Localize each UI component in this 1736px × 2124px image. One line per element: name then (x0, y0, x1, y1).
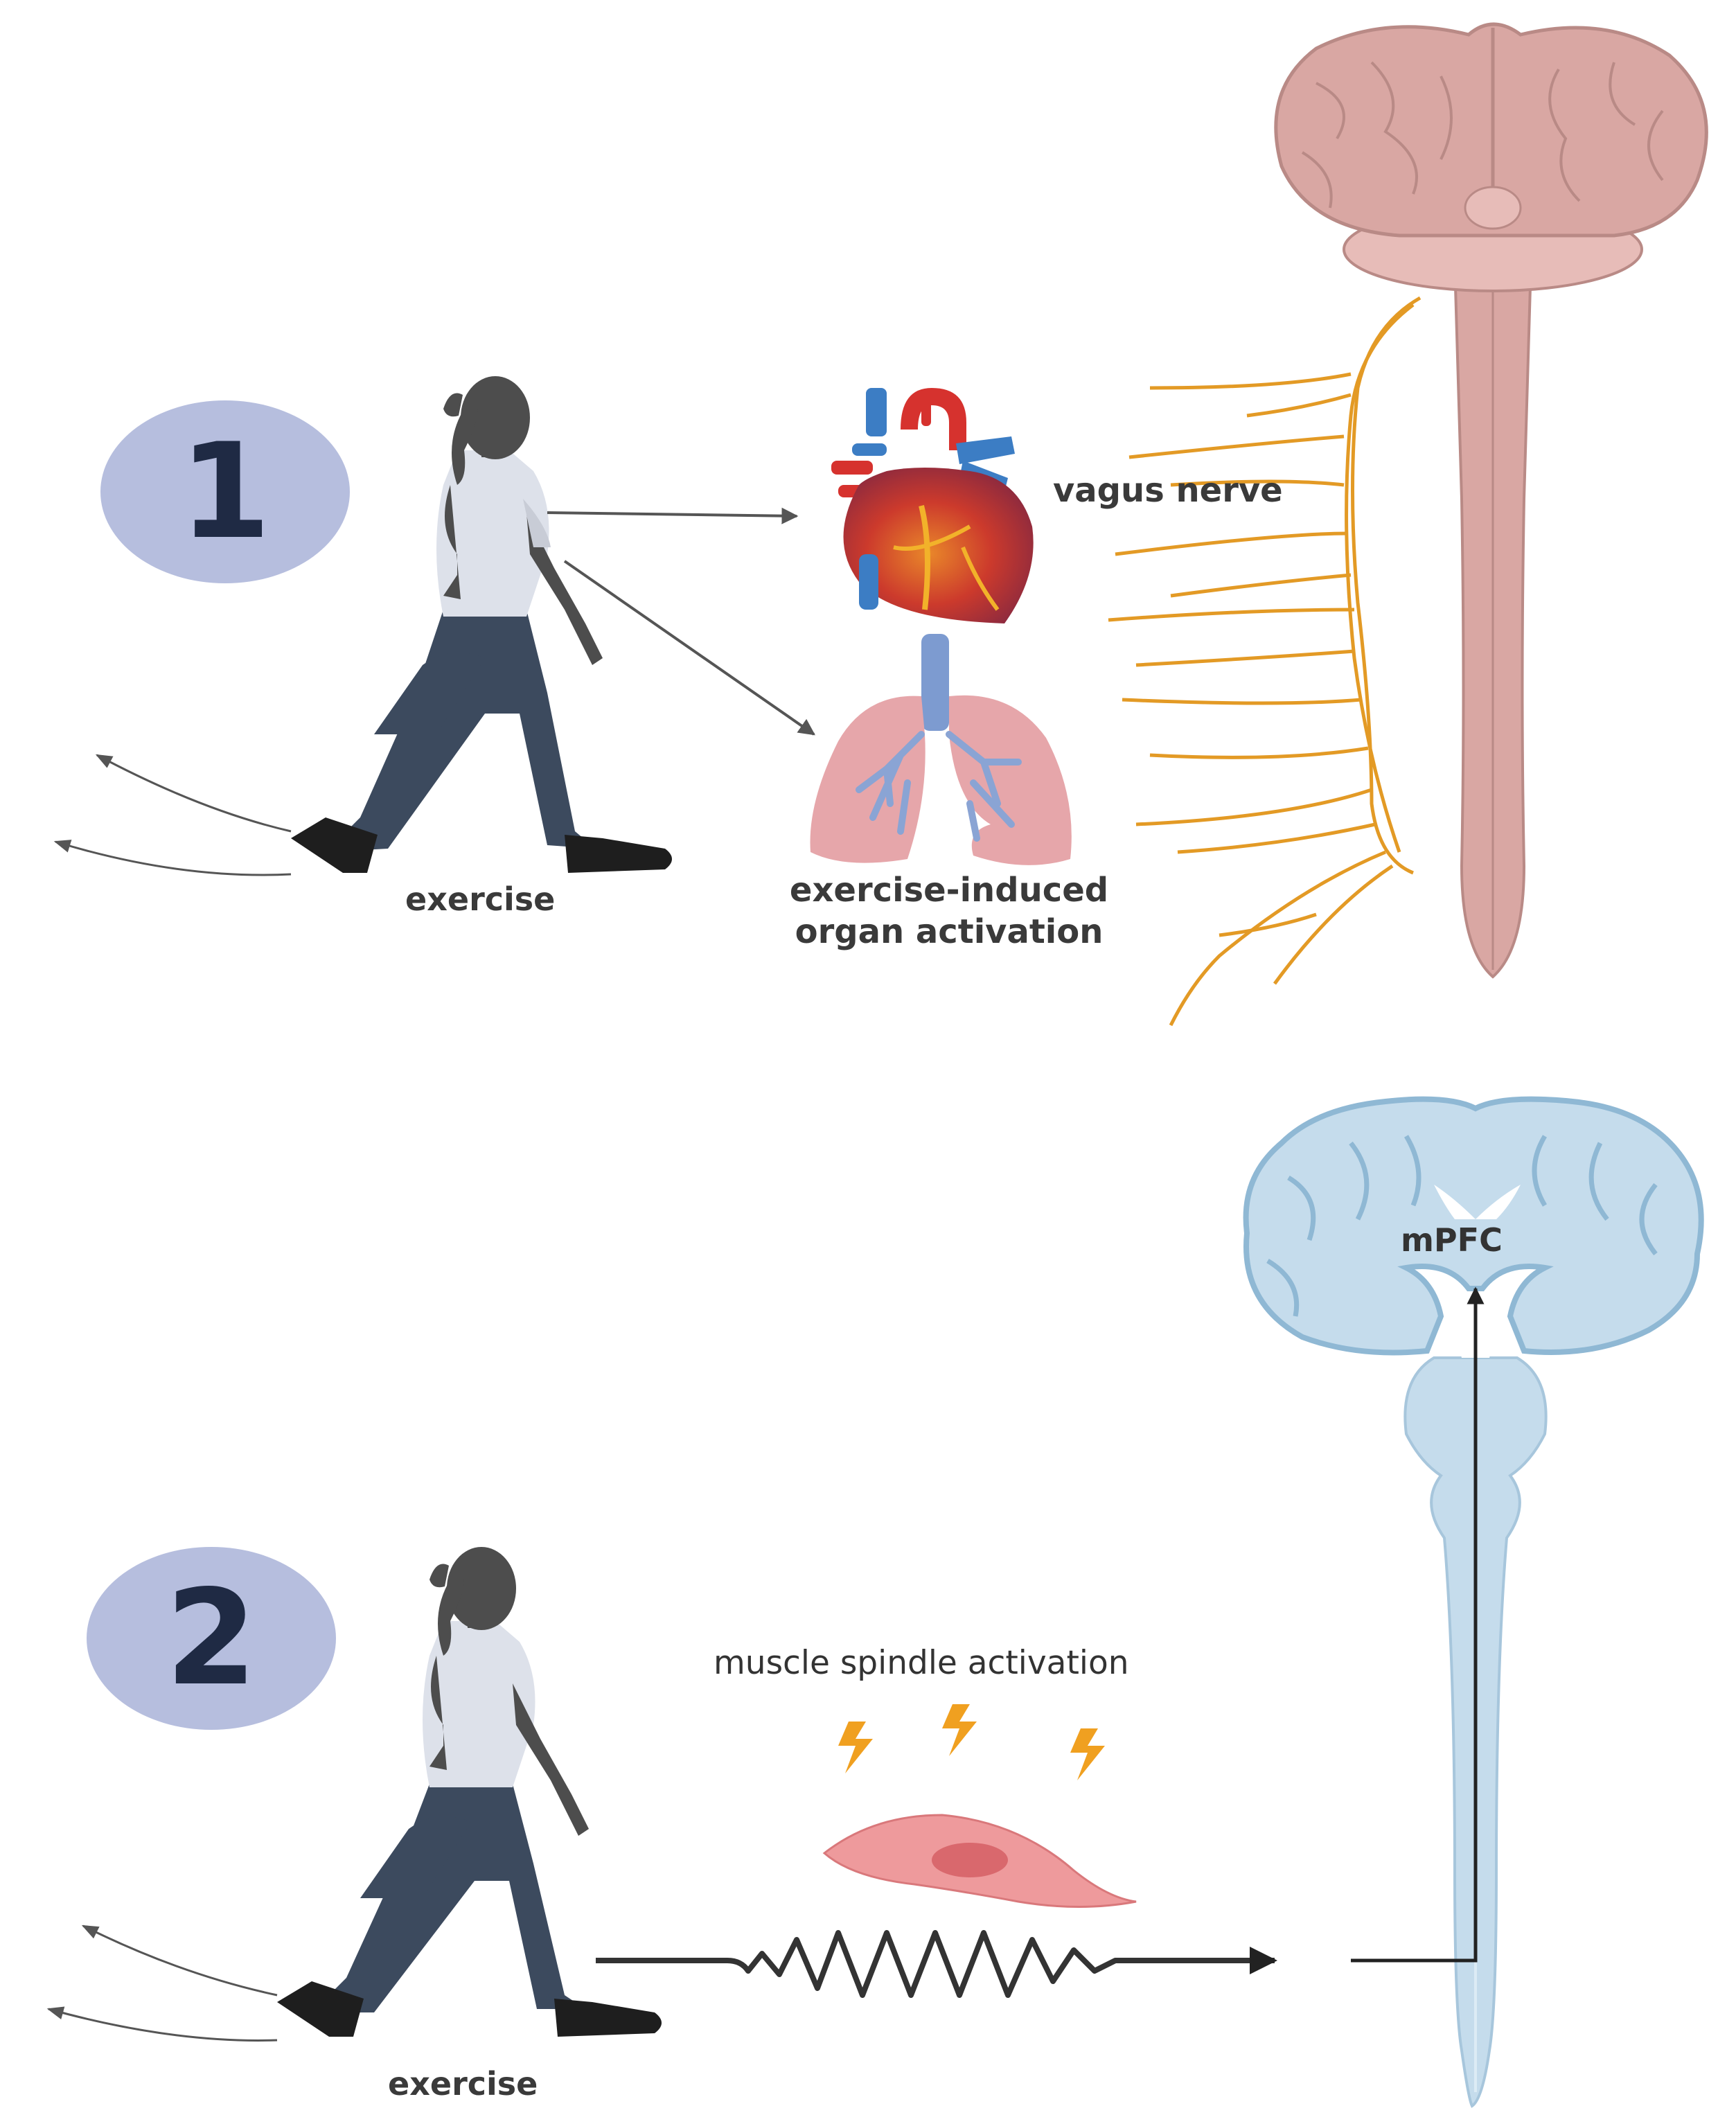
arrow-to-mpfc (1351, 1286, 1485, 1963)
walking-woman-figure (277, 1547, 662, 2037)
brain-spinal-cord-pink (1274, 22, 1708, 979)
organ-activation-label: exercise-induced organ activation (789, 871, 1109, 951)
number-badge-2 (87, 1547, 336, 1730)
heart-icon (831, 388, 1034, 623)
step-number-2: 2 (165, 1561, 258, 1715)
lightning-bolt-icon (1070, 1728, 1105, 1780)
arrow-to-heart (547, 507, 799, 524)
muscle-spindle-label: muscle spindle activation (714, 1644, 1129, 1682)
vagus-nerve-label: vagus nerve (1053, 471, 1283, 510)
motion-arrow (81, 1924, 278, 1997)
exercise-label-2: exercise (388, 2065, 538, 2103)
motion-arrow (95, 754, 292, 833)
lightning-bolt-icon (838, 1722, 873, 1773)
lightning-bolt-icon (942, 1704, 977, 1756)
panel-2 (46, 1096, 1704, 2108)
vagus-nerve-illustration (1108, 296, 1421, 1027)
signal-wave-arrow (596, 1930, 1277, 1998)
mpfc-label: mPFC (1401, 1221, 1503, 1259)
walking-woman-figure (291, 376, 672, 873)
exercise-label-1: exercise (405, 880, 556, 918)
motion-arrow (46, 2006, 278, 2042)
motion-arrow (53, 840, 292, 876)
arrow-to-lungs (563, 560, 815, 736)
lungs-icon (810, 634, 1072, 865)
number-badge-1 (100, 400, 350, 583)
step-number-1: 1 (179, 415, 272, 568)
panel-1 (53, 22, 1708, 1027)
muscle-spindle-cell (822, 1814, 1137, 1908)
